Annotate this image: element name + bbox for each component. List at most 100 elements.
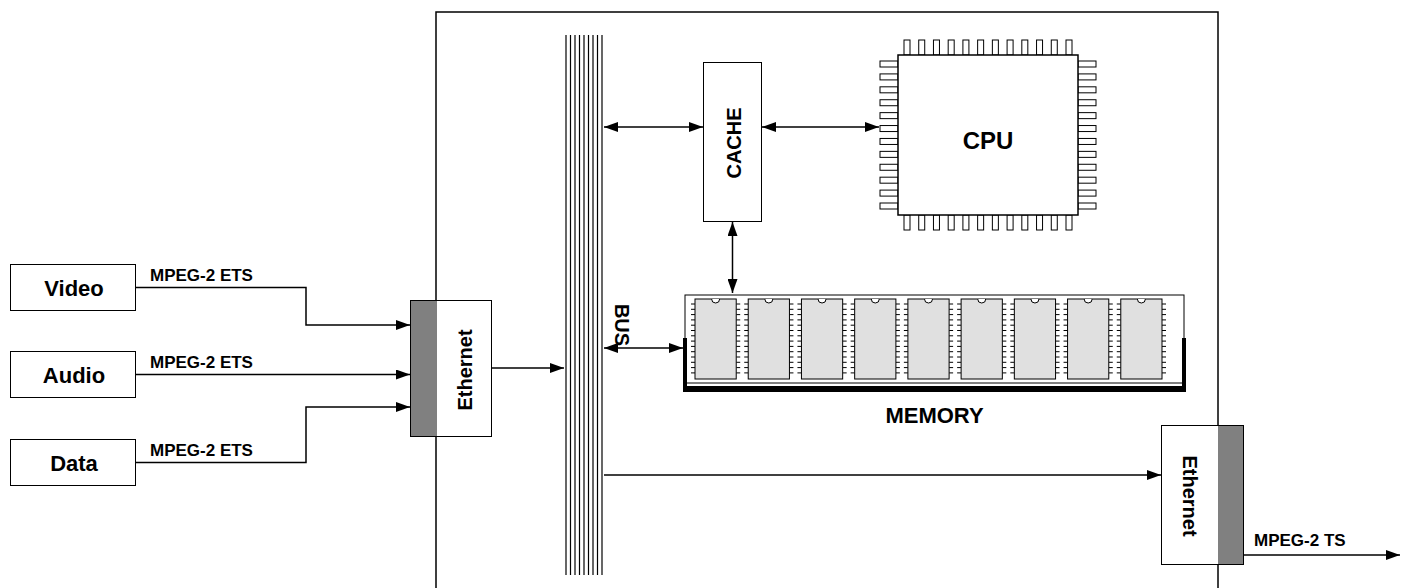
chip-pin: [1010, 362, 1014, 363]
chip-pin: [1056, 314, 1060, 315]
chip-pin: [1109, 346, 1113, 347]
cpu-pin: [1078, 151, 1096, 157]
connector: [136, 288, 410, 326]
chip-pin: [1010, 330, 1014, 331]
chip-pin: [1117, 319, 1121, 320]
cpu-chip: CPU: [879, 37, 1097, 233]
chip-notch: [1137, 299, 1145, 303]
cpu-pin: [933, 40, 939, 55]
chip-pin: [1064, 362, 1068, 363]
signal-label: MPEG-2 ETS: [148, 267, 255, 284]
chip-pin: [1162, 314, 1166, 315]
connector: [136, 407, 410, 463]
chip-pin: [744, 309, 748, 310]
chip-pin: [797, 372, 801, 373]
cpu-pin: [1007, 40, 1013, 55]
chip-pin: [904, 357, 908, 358]
chip-pin: [744, 304, 748, 305]
chip-pin: [949, 341, 953, 342]
chip-pin: [957, 325, 961, 326]
chip-pin: [736, 330, 740, 331]
cpu-pin: [948, 40, 954, 55]
chip-pin: [1109, 309, 1113, 310]
bus-line: [588, 35, 589, 575]
chip-pin: [904, 319, 908, 320]
chip-pin: [744, 325, 748, 326]
chip-pin: [843, 309, 847, 310]
chip-pin: [744, 341, 748, 342]
chip-pin: [789, 325, 793, 326]
chip-pin: [1056, 325, 1060, 326]
cpu-pin: [880, 113, 898, 119]
chip-pin: [896, 362, 900, 363]
chip-pin: [1117, 330, 1121, 331]
system-housing: [436, 12, 1218, 588]
chip-pin: [691, 346, 695, 347]
chip-pin: [1010, 319, 1014, 320]
ethernet-port: Ethernet: [410, 300, 492, 437]
chip-pin: [1002, 319, 1006, 320]
node-label: Data: [50, 453, 98, 475]
chip-pin: [1109, 325, 1113, 326]
chip-pin: [1010, 314, 1014, 315]
chip-pin: [843, 351, 847, 352]
chip-pin: [1117, 351, 1121, 352]
chip-pin: [744, 372, 748, 373]
chip-pin: [1002, 341, 1006, 342]
chip-pin: [1056, 335, 1060, 336]
chip-pin: [896, 357, 900, 358]
chip-pin: [1056, 357, 1060, 358]
cpu-pin: [880, 74, 898, 80]
chip-pin: [691, 325, 695, 326]
chip-pin: [843, 367, 847, 368]
chip-pin: [949, 335, 953, 336]
chip-notch: [925, 299, 933, 303]
chip-pin: [744, 330, 748, 331]
chip-pin: [957, 367, 961, 368]
chip-pin: [1117, 304, 1121, 305]
chip-pin: [1010, 372, 1014, 373]
signal-label: MPEG-2 TS: [1252, 532, 1348, 549]
chip-pin: [1064, 325, 1068, 326]
chip-pin: [949, 372, 953, 373]
cpu-pin: [880, 87, 898, 93]
chip-pin: [736, 309, 740, 310]
chip-pin: [797, 309, 801, 310]
chip-pin: [851, 367, 855, 368]
chip-pin: [1162, 346, 1166, 347]
cpu-pin: [1078, 203, 1096, 209]
cpu-pin: [1078, 87, 1096, 93]
chip-pin: [797, 325, 801, 326]
chip-pin: [1010, 351, 1014, 352]
cpu-pin: [1037, 215, 1043, 230]
chip-pin: [896, 304, 900, 305]
chip-pin: [1010, 335, 1014, 336]
cpu-pin: [1078, 177, 1096, 183]
cpu-pin: [1078, 190, 1096, 196]
chip-pin: [1162, 362, 1166, 363]
chip-pin: [789, 319, 793, 320]
chip-pin: [957, 319, 961, 320]
chip-pin: [949, 367, 953, 368]
chip-pin: [789, 309, 793, 310]
chip-pin: [744, 346, 748, 347]
chip-pin: [1162, 367, 1166, 368]
chip-notch: [978, 299, 986, 303]
signal-label: MPEG-2 ETS: [148, 442, 255, 459]
cpu-pin: [880, 151, 898, 157]
module-edge: [683, 338, 687, 392]
chip-pin: [744, 314, 748, 315]
chip-pin: [736, 341, 740, 342]
cpu-pin: [963, 40, 969, 55]
chip-pin: [1010, 367, 1014, 368]
chip-pin: [1117, 346, 1121, 347]
chip-pin: [744, 351, 748, 352]
memory-chip: [748, 299, 789, 379]
cpu-pin: [880, 126, 898, 132]
chip-pin: [843, 362, 847, 363]
cpu-pin: [948, 215, 954, 230]
chip-pin: [1109, 335, 1113, 336]
node-label: Audio: [43, 365, 105, 387]
chip-pin: [843, 357, 847, 358]
chip-pin: [904, 325, 908, 326]
